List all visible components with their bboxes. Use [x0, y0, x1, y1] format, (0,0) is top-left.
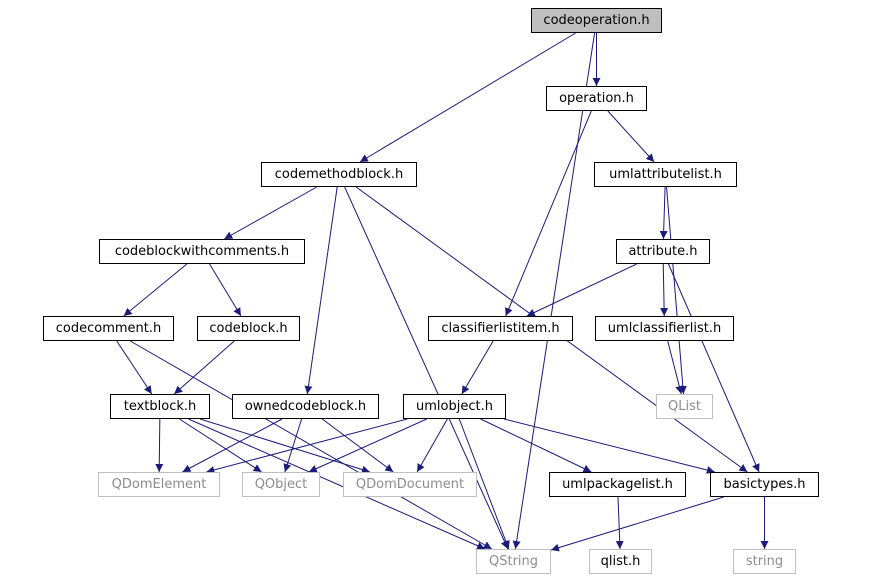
edge-textblock-to-qstring: [188, 418, 486, 550]
edge-codeblock-to-textblock: [173, 340, 235, 395]
node-umlclassifierlist[interactable]: umlclassifierlist.h: [595, 316, 734, 341]
edge-codemethodblock-to-codeblockwithcomments: [223, 186, 318, 240]
edge-ownedcodeblock-to-qdomelement: [182, 418, 283, 473]
edge-codecomment-to-textblock: [116, 340, 153, 395]
node-codeoperation[interactable]: codeoperation.h: [531, 8, 662, 33]
edge-umlobject-to-qdomelement: [206, 418, 408, 474]
edge-codeblockwithcomments-to-codeblock: [209, 263, 242, 317]
node-qstring: QString: [476, 549, 551, 574]
edge-umlclassifierlist-to-qlist_cap: [667, 340, 684, 395]
node-codeblockwithcomments[interactable]: codeblockwithcomments.h: [99, 239, 305, 264]
node-codemethodblock[interactable]: codemethodblock.h: [261, 162, 417, 187]
edge-codemethodblock-to-qstring: [344, 186, 509, 550]
edge-umlpackagelist-to-qlist_h: [615, 496, 624, 550]
node-textblock[interactable]: textblock.h: [110, 394, 210, 419]
node-ownedcodeblock[interactable]: ownedcodeblock.h: [232, 394, 379, 419]
node-qobject: QObject: [242, 472, 320, 497]
node-qdomelement: QDomElement: [98, 472, 220, 497]
node-umlattributelist[interactable]: umlattributelist.h: [594, 162, 737, 187]
node-string: string: [733, 549, 796, 574]
edge-operation-to-classifierlistitem: [505, 110, 592, 317]
node-basictypes[interactable]: basictypes.h: [710, 472, 819, 497]
edge-umlobject-to-qdomdocument: [416, 418, 448, 473]
edge-textblock-to-qobject: [179, 418, 262, 473]
edge-umlattributelist-to-qlist_cap: [666, 186, 687, 395]
edge-umlattributelist-to-attribute: [659, 186, 668, 240]
edge-basictypes-to-qstring: [550, 496, 724, 552]
edge-attribute-to-umlclassifierlist: [660, 263, 669, 317]
edge-codeblockwithcomments-to-codecomment: [123, 263, 188, 317]
node-operation[interactable]: operation.h: [546, 86, 647, 111]
edge-textblock-to-qdomdocument: [199, 418, 371, 474]
node-codecomment[interactable]: codecomment.h: [43, 316, 174, 341]
edge-umlobject-to-basictypes: [504, 418, 715, 474]
node-qlist-cap: QList: [656, 394, 713, 419]
edge-classifierlistitem-to-umlobject: [461, 340, 494, 395]
edge-textblock-to-qdomelement: [155, 418, 164, 473]
edge-attribute-to-classifierlistitem: [526, 263, 637, 317]
edge-umlobject-to-qobject: [308, 418, 427, 473]
edge-umlobject-to-umlpackagelist: [480, 418, 592, 473]
edge-umlobject-to-qstring: [458, 418, 510, 550]
edge-codemethodblock-to-ownedcodeblock: [304, 186, 338, 395]
edge-codeoperation-to-codemethodblock: [359, 32, 576, 163]
node-qdomdocument: QDomDocument: [343, 472, 477, 497]
edge-ownedcodeblock-to-qdomdocument: [321, 418, 394, 473]
node-classifierlistitem[interactable]: classifierlistitem.h: [428, 316, 573, 341]
edge-ownedcodeblock-to-qobject: [283, 418, 303, 473]
edge-codeoperation-to-qstring: [512, 32, 596, 550]
edge-attribute-to-basictypes: [667, 263, 760, 473]
edge-operation-to-umlattributelist: [607, 110, 655, 163]
node-codeblock[interactable]: codeblock.h: [197, 316, 300, 341]
node-attribute[interactable]: attribute.h: [616, 239, 710, 264]
edge-codecomment-to-qstring: [129, 340, 493, 550]
node-qlist-h[interactable]: qlist.h: [589, 549, 652, 574]
node-umlobject[interactable]: umlobject.h: [403, 394, 506, 419]
node-umlpackagelist[interactable]: umlpackagelist.h: [549, 472, 686, 497]
